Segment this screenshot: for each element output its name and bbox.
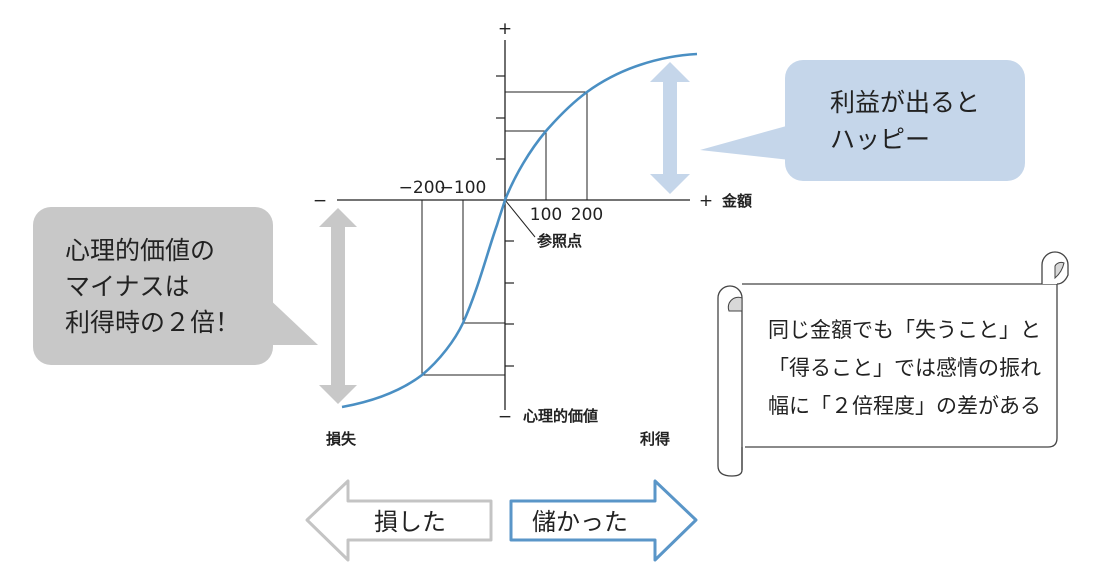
scroll-line-2: 「得ること」では感情の振れ <box>768 356 1041 380</box>
value-function-curve <box>341 52 698 409</box>
y-axis-ticks <box>496 75 514 367</box>
x-tick-neg100: −100 <box>440 178 487 198</box>
reference-point-leader <box>504 199 536 238</box>
gray-callout: 心理的価値の マイナスは 利得時の２倍！ <box>33 207 318 365</box>
x-tick-100: 100 <box>530 205 562 225</box>
x-axis-label: 金額 <box>721 192 752 210</box>
x-minus-label: − <box>313 191 327 211</box>
gain-label: 利得 <box>640 430 670 448</box>
y-axis-label: 心理的価値 <box>523 407 598 425</box>
gain-arrow: 儲かった <box>509 479 698 562</box>
scroll-line-3: 幅に「２倍程度」の差がある <box>768 394 1041 418</box>
x-tick-neg200: −200 <box>399 178 446 198</box>
x-tick-200: 200 <box>571 205 603 225</box>
gray-callout-line-3: 利得時の２倍！ <box>65 308 240 337</box>
reference-point-label: 参照点 <box>537 232 582 250</box>
blue-callout-line-1: 利益が出ると <box>830 88 980 117</box>
scroll-note: 同じ金額でも「失うこと」と 「得ること」では感情の振れ 幅に「２倍程度」の差があ… <box>717 251 1069 477</box>
loss-arrow: 損した <box>305 479 493 562</box>
blue-callout: 利益が出ると ハッピー <box>700 60 1025 181</box>
y-minus-label: − <box>498 407 512 427</box>
gray-callout-line-1: 心理的価値の <box>65 236 215 265</box>
loss-range-arrow <box>319 208 357 404</box>
blue-callout-line-2: ハッピー <box>830 125 930 154</box>
y-plus-label: + <box>498 19 512 39</box>
loss-arrow-label: 損した <box>374 508 446 536</box>
gain-arrow-label: 儲かった <box>532 508 628 536</box>
scroll-line-1: 同じ金額でも「失うこと」と <box>768 318 1041 342</box>
x-plus-label: + <box>699 191 713 211</box>
gain-range-arrow <box>650 62 690 194</box>
loss-label: 損失 <box>326 430 357 448</box>
gray-callout-line-2: マイナスは <box>65 272 190 301</box>
